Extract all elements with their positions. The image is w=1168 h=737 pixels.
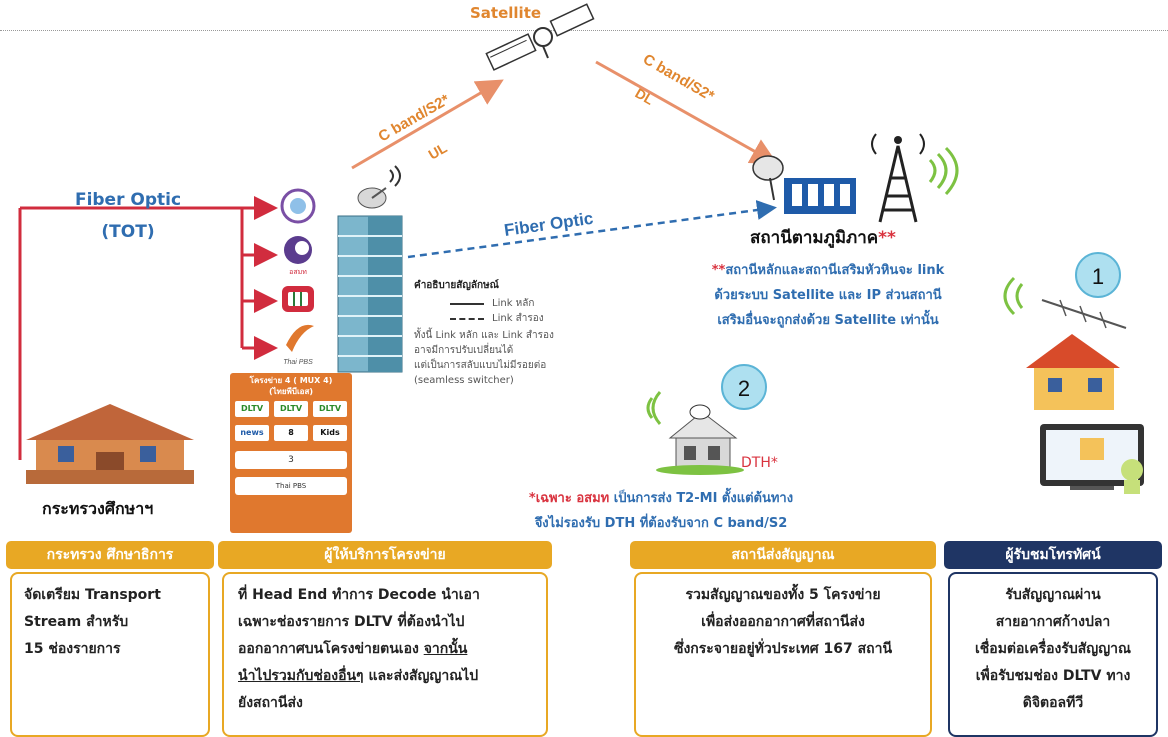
ministry-building-icon: [26, 404, 194, 484]
uplink-arrow: [351, 79, 504, 170]
regional-star: **: [878, 228, 896, 248]
fiber-optic-left-label: Fiber Optic: [74, 190, 182, 210]
viewer-house-icon: [1003, 276, 1127, 410]
legend-main-link: Link หลัก: [414, 296, 604, 311]
card-viewer-line1: รับสัญญาณผ่าน: [1005, 587, 1101, 603]
card-network-provider: ผู้ให้บริการโครงข่าย ที่ Head End ทำการ …: [218, 537, 552, 737]
card-viewer-header: ผู้รับชมโทรทัศน์: [944, 541, 1162, 569]
legend: คำอธิบายสัญลักษณ์ Link หลัก Link สำรอง ท…: [414, 278, 604, 388]
downlink-arrow: [595, 60, 778, 165]
card-ministry-line2: Stream สำหรับ: [24, 614, 129, 630]
mux-title-line2: (ไทยพีบีเอส): [268, 387, 314, 396]
mux-channel-dltv-2: DLTV: [274, 401, 308, 417]
card-viewer-body: รับสัญญาณผ่าน สายอากาศก้างปลา เชื่อมต่อเ…: [948, 572, 1158, 737]
regional-note-star: **: [711, 263, 726, 278]
channel-logo-moe: [280, 188, 316, 224]
dth-note-line2: จึงไม่รองรับ DTH ที่ต้องรับจาก C band/S2: [534, 516, 788, 531]
dth-note: *เฉพาะ อสมท เป็นการส่ง T2-MI ตั้งแต่ต้นท…: [500, 486, 822, 536]
channel-logo-thaipbs: Thai PBS: [283, 324, 314, 366]
mux-channel-dltv-1: DLTV: [235, 401, 269, 417]
card-transmitter-line1: รวมสัญญาณของทั้ง 5 โครงข่าย: [685, 587, 881, 603]
card-network-line5: ยังสถานีส่ง: [238, 695, 303, 711]
svg-text:2: 2: [738, 376, 750, 401]
ministry-label: กระทรวงศึกษาฯ: [42, 499, 154, 518]
svg-text:อสมท: อสมท: [289, 269, 307, 276]
regional-note-line3: เสริมอื่นจะถูกส่งด้วย Satellite เท่านั้น: [717, 313, 939, 328]
card-transmitter-line3: ซึ่งกระจายอยู่ทั่วประเทศ 167 สถานี: [673, 641, 893, 657]
card-ministry-body: จัดเตรียม Transport Stream สำหรับ 15 ช่อ…: [10, 572, 210, 737]
channel-logo-mcot: อสมท: [284, 236, 312, 276]
card-network-line3b: จากนั้น: [423, 641, 468, 657]
mux-channel-8: 8: [274, 425, 308, 441]
card-network-line3a: ออกอากาศบนโครงข่ายตนเอง: [238, 641, 424, 657]
legend-note4: (seamless switcher): [414, 375, 514, 386]
regional-station-title: สถานีตามภูมิภาค**: [750, 224, 896, 251]
svg-text:1: 1: [1092, 264, 1104, 289]
legend-title: คำอธิบายสัญลักษณ์: [414, 280, 499, 291]
regional-station-icon: [752, 133, 959, 223]
tot-label: (TOT): [101, 222, 155, 242]
fiber-tot-label: Fiber Optic (TOT): [64, 184, 192, 248]
mux-channel-dltv-3: DLTV: [313, 401, 347, 417]
regional-note: **สถานีหลักและสถานีเสริมหัวหินจะ link ด้…: [678, 258, 978, 333]
fiber-optic-center-label: Fiber Optic: [503, 209, 595, 240]
legend-dashed-line: [450, 317, 484, 320]
satellite-label: Satellite: [470, 4, 542, 22]
card-network-line2: เฉพาะช่องรายการ DLTV ที่ต้องนำไป: [238, 614, 465, 630]
mux4-panel: โครงข่าย 4 ( MUX 4) (ไทยพีบีเอส) DLTV DL…: [230, 373, 352, 533]
top-divider: [0, 30, 1168, 31]
badge-2: 2: [721, 364, 767, 410]
card-ministry-line1: จัดเตรียม Transport: [24, 587, 161, 603]
card-network-provider-body: ที่ Head End ทำการ Decode นำเอา เฉพาะช่อ…: [222, 572, 548, 737]
dth-note-part1: *เฉพาะ อสมท: [528, 491, 610, 506]
tv-icon: [1040, 424, 1144, 494]
legend-note2: อาจมีการปรับเปลี่ยนได้: [414, 345, 514, 356]
card-viewer: ผู้รับชมโทรทัศน์ รับสัญญาณผ่าน สายอากาศก…: [944, 537, 1162, 737]
dth-label: DTH*: [741, 455, 778, 471]
card-ministry-line3: 15 ช่องรายการ: [24, 641, 121, 657]
legend-backup-link-text: Link สำรอง: [492, 313, 544, 324]
card-ministry-header: กระทรวง ศึกษาธิการ: [6, 541, 214, 569]
legend-solid-line: [450, 302, 484, 305]
legend-note1: ทั้งนี้ Link หลัก และ Link สำรอง: [414, 330, 554, 341]
mux-channel-thaipbs: Thai PBS: [235, 477, 347, 495]
card-network-line4b: และส่งสัญญาณไป: [363, 668, 479, 684]
card-network-provider-header: ผู้ให้บริการโครงข่าย: [218, 541, 552, 569]
satellite-icon: [485, 3, 595, 71]
ul-label: UL: [426, 139, 451, 162]
dl-label: DL: [633, 85, 658, 108]
legend-backup-link: Link สำรอง: [414, 311, 604, 326]
legend-main-link-text: Link หลัก: [492, 298, 535, 309]
legend-note3: แต่เป็นการสลับแบบไม่มีรอยต่อ: [414, 360, 547, 371]
fiber-blue-dashed-line: [407, 200, 777, 259]
card-transmitter-line2: เพื่อส่งออกอากาศที่สถานีส่ง: [701, 614, 865, 630]
card-viewer-line3: เชื่อมต่อเครื่องรับสัญญาณ: [975, 641, 1131, 657]
mux-title: โครงข่าย 4 ( MUX 4) (ไทยพีบีเอส): [230, 375, 352, 397]
card-ministry: กระทรวง ศึกษาธิการ จัดเตรียม Transport S…: [6, 537, 214, 737]
card-transmitter-body: รวมสัญญาณของทั้ง 5 โครงข่าย เพื่อส่งออกอ…: [634, 572, 932, 737]
mux-channel-3: 3: [235, 451, 347, 469]
regional-note-line1: สถานีหลักและสถานีเสริมหัวหินจะ link: [725, 263, 945, 278]
dth-house-icon: [646, 391, 744, 475]
channel-logo-army: [282, 286, 314, 312]
mux-title-line1: โครงข่าย 4 ( MUX 4): [249, 376, 333, 385]
mux-channel-kids: Kids: [313, 425, 347, 441]
regional-note-line2: ด้วยระบบ Satellite และ IP ส่วนสถานี: [714, 288, 942, 303]
badge-1: 1: [1075, 252, 1121, 298]
card-transmitter-header: สถานีส่งสัญญาณ: [630, 541, 936, 569]
mux-channel-news: news: [235, 425, 269, 441]
card-network-line1: ที่ Head End ทำการ Decode นำเอา: [238, 587, 480, 603]
regional-station-label: สถานีตามภูมิภาค: [750, 228, 879, 248]
card-viewer-line2: สายอากาศก้างปลา: [995, 614, 1111, 630]
card-viewer-line5: ดิจิตอลทีวี: [1022, 695, 1084, 711]
cband-ul-label: C band/S2*: [376, 91, 453, 145]
head-end-building-icon: [337, 165, 403, 373]
fiber-red-lines: [18, 196, 278, 460]
dth-note-part2: เป็นการส่ง T2-MI ตั้งแต่ต้นทาง: [609, 491, 794, 506]
card-transmitter: สถานีส่งสัญญาณ รวมสัญญาณของทั้ง 5 โครงข่…: [630, 537, 936, 737]
svg-text:Thai PBS: Thai PBS: [283, 359, 313, 366]
card-viewer-line4: เพื่อรับชมช่อง DLTV ทาง: [975, 668, 1131, 684]
card-network-line4a: นำไปรวมกับช่องอื่นๆ: [238, 668, 364, 684]
